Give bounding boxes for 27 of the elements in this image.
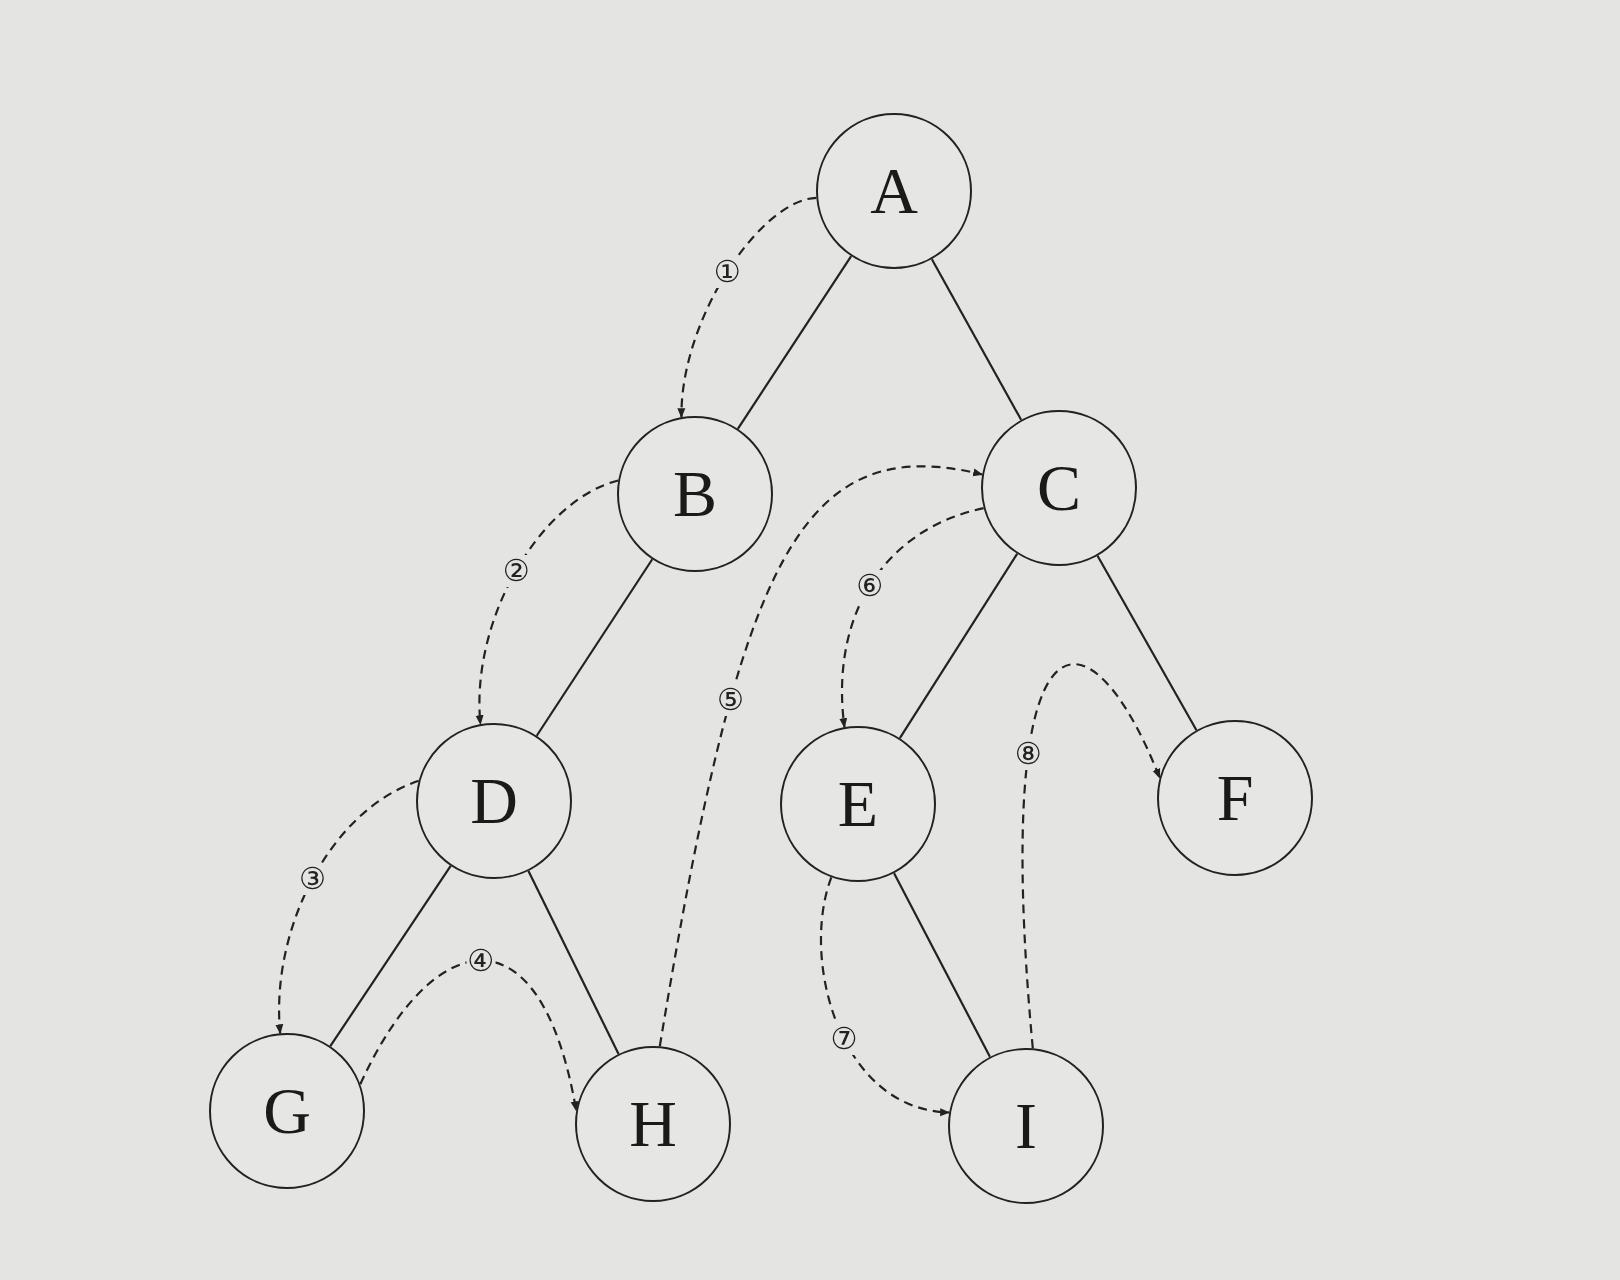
tree-edge [1096, 555, 1198, 731]
node-label: D [470, 768, 518, 834]
tree-edge [893, 872, 991, 1058]
edge-label: ⑥ [855, 569, 885, 602]
tree-edge [930, 258, 1023, 421]
node-label: A [870, 158, 918, 224]
node-label: E [837, 771, 879, 837]
tree-edge [535, 558, 654, 737]
dashed-arrow [677, 196, 817, 419]
dashed-arrow [1021, 663, 1161, 1049]
dashed-arrow [820, 877, 951, 1116]
tree-edge [527, 870, 620, 1055]
node-label: C [1037, 455, 1081, 521]
tree-edge [736, 255, 853, 430]
dashed-arrow [658, 466, 984, 1047]
node-label: H [629, 1091, 677, 1157]
edge-label: ⑦ [829, 1023, 859, 1056]
node-label: F [1216, 765, 1254, 831]
tree-edge [898, 553, 1019, 739]
node-label: I [1015, 1093, 1037, 1159]
dashed-arrow [839, 507, 984, 729]
node-label: B [673, 461, 717, 527]
tree-edge [329, 865, 452, 1047]
dashed-arrow [275, 779, 420, 1035]
dashed-arrow [476, 479, 619, 726]
node-label: G [263, 1078, 311, 1144]
dashed-arrow [359, 959, 579, 1112]
